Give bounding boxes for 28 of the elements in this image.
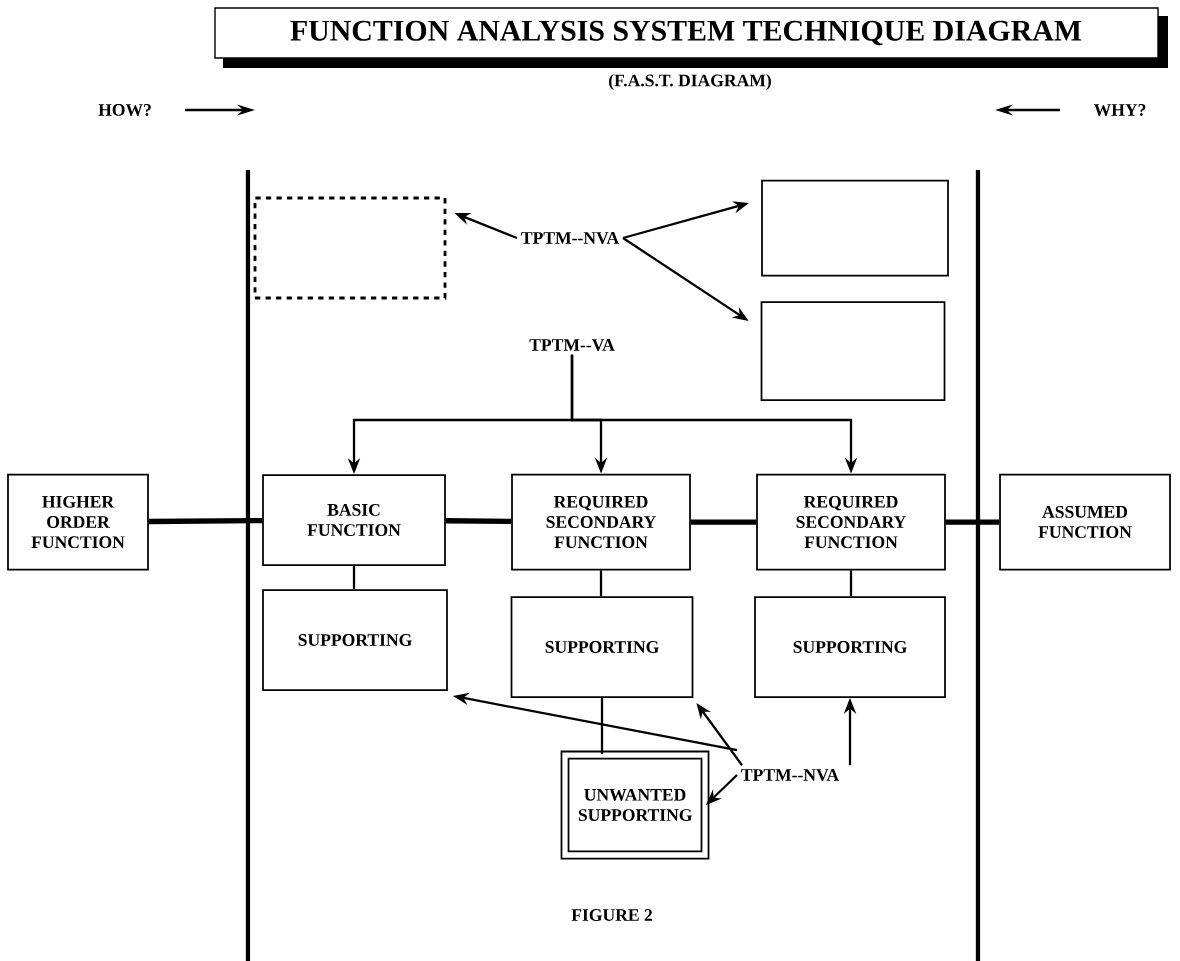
node-label: TPTM--NVA <box>741 769 840 781</box>
title-banner: FUNCTION ANALYSIS SYSTEM TECHNIQUE DIAGRAM <box>214 7 1168 68</box>
caption: FIGURE 2 <box>571 909 652 921</box>
connector-line <box>600 697 604 755</box>
empty-box <box>761 179 949 277</box>
function-box: REQUIRED SECONDARY FUNCTION <box>756 473 946 571</box>
node-label: TPTM--NVA <box>521 232 620 244</box>
connector-line <box>148 518 263 525</box>
connector-line <box>445 518 512 524</box>
connector-line <box>690 519 757 525</box>
connector-line <box>599 570 603 597</box>
function-box: HIGHER ORDER FUNCTION <box>7 473 149 571</box>
empty-box <box>760 301 946 401</box>
function-box: UNWANTED SUPPORTING <box>560 750 710 860</box>
function-box: SUPPORTING <box>754 596 946 698</box>
function-box: REQUIRED SECONDARY FUNCTION <box>511 473 691 571</box>
direction-label: HOW? <box>98 104 151 116</box>
function-box: BASIC FUNCTION <box>262 474 446 566</box>
connector-line <box>945 519 1000 525</box>
subtitle: (F.A.S.T. DIAGRAM) <box>609 74 771 90</box>
function-box: SUPPORTING <box>510 596 694 698</box>
function-box: ASSUMED FUNCTION <box>999 473 1171 571</box>
function-box: SUPPORTING <box>262 589 448 691</box>
direction-label: WHY? <box>1093 104 1146 116</box>
node-label: TPTM--VA <box>529 339 615 351</box>
empty-box <box>253 196 447 300</box>
connector-line <box>352 565 356 590</box>
connector-line <box>849 570 853 597</box>
